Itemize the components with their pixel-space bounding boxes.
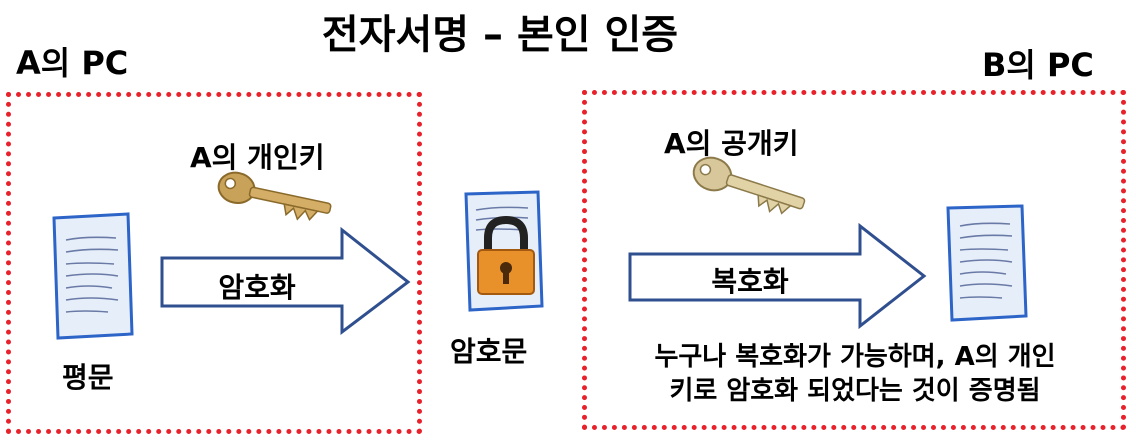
plaintext-label: 평문 (62, 361, 114, 394)
private-key-icon (217, 171, 332, 222)
encrypt-arrow-label: 암호화 (218, 271, 296, 304)
right-pc-label: B의 PC (982, 46, 1094, 84)
result-note: 누구나 복호화가 가능하며, A의 개인 키로 암호화 되었다는 것이 증명됨 (600, 340, 1110, 408)
private-key-label: A의 개인키 (190, 141, 325, 174)
ciphertext-locked-document-icon (464, 190, 544, 312)
left-pc-label: A의 PC (16, 44, 129, 82)
decrypt-arrow (628, 222, 927, 330)
left-pc-box (6, 92, 422, 434)
plaintext-document-icon (52, 212, 134, 340)
result-note-line-2: 키로 암호화 되었다는 것이 증명됨 (669, 376, 1041, 406)
diagram-title: 전자서명 – 본인 인증 (321, 12, 679, 58)
decrypt-arrow-label: 복호화 (711, 265, 789, 298)
result-note-line-1: 누구나 복호화가 가능하며, A의 개인 (654, 342, 1056, 372)
decrypted-document-icon (946, 204, 1028, 322)
ciphertext-label: 암호문 (450, 335, 528, 368)
right-pc-box (582, 90, 1126, 430)
encrypt-arrow (160, 226, 411, 336)
public-key-icon (692, 156, 806, 215)
public-key-label: A의 공개키 (664, 127, 799, 160)
